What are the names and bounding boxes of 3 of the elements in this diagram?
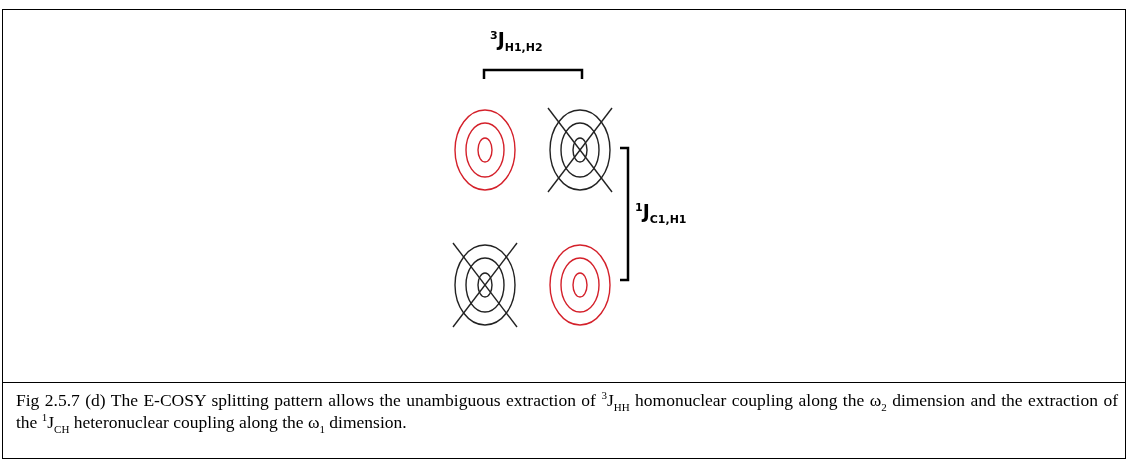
coupling-label: $^{3}$J$_{H1,H2}$ [490, 28, 543, 54]
figure-caption: Fig 2.5.7 (d) The E-COSY splitting pattern allows the unambiguous extraction of $^{3}$J$_{HH}$ homonuclear coupling along the ω$_{2}$ dimension and the extraction of the $^{1}$J$_{CH}$ heteronuclear coupling along the ω$_{1}$ dimension. [16, 389, 1118, 433]
coupling-label: $^{1}$J$_{C1,H1}$ [635, 200, 687, 226]
